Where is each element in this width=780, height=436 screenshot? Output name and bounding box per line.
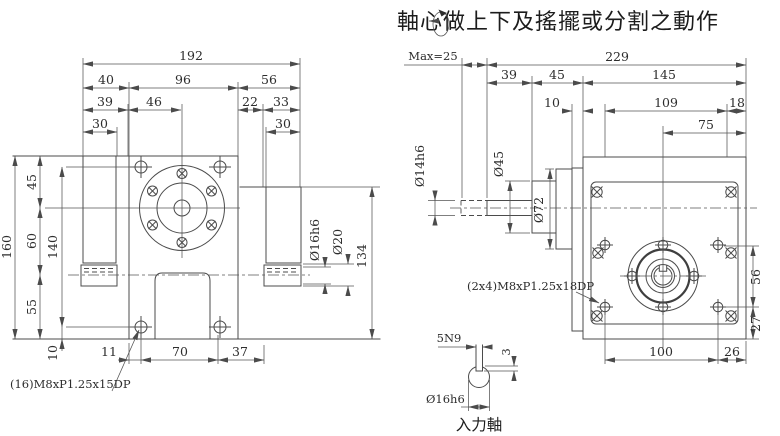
flange-bolt — [147, 185, 158, 197]
dim-10: 10 — [544, 95, 560, 110]
front-dimension-lines — [12, 61, 375, 392]
dim-55: 55 — [24, 299, 39, 315]
mounting-hole — [129, 315, 153, 339]
side-housing-outline — [531, 156, 747, 340]
dim-30-left: 30 — [92, 116, 108, 131]
thread-leader-line — [575, 291, 600, 304]
dim-max25: Max=25 — [408, 49, 457, 63]
dim-109: 109 — [654, 95, 678, 110]
mounting-hole — [129, 155, 153, 179]
side-body — [582, 156, 747, 340]
side-recess-face — [590, 181, 739, 325]
dim-o16h6-input: Ø16h6 — [426, 392, 465, 406]
tapped-hole — [725, 186, 737, 198]
dim-18: 18 — [729, 95, 745, 110]
dim-45: 45 — [549, 67, 565, 82]
oscillation-symbol-icon — [428, 9, 450, 37]
m8-hole — [596, 236, 614, 254]
dim-56: 56 — [261, 72, 277, 87]
side-extension-lines — [428, 58, 759, 364]
dim-134: 134 — [354, 244, 369, 268]
dim-o16h6: Ø16h6 — [307, 219, 322, 261]
dim-56: 56 — [748, 269, 763, 285]
flange-bolt — [147, 219, 158, 231]
detail-dimension-lines — [438, 344, 518, 411]
title-block: 軸心做上下及搖擺或分割之動作 — [397, 9, 719, 37]
input-shaft-detail: 5N9 3 Ø16h6 入力軸 — [426, 331, 518, 434]
dim-40: 40 — [98, 72, 114, 87]
o72-boss — [555, 168, 573, 250]
right-shaft-boss — [263, 264, 302, 287]
flange-bolt — [206, 219, 217, 231]
front-view: 192 40 96 56 39 46 22 33 30 30 160 45 60… — [0, 48, 381, 392]
dim-30-right: 30 — [275, 116, 291, 131]
dim-100: 100 — [649, 344, 673, 359]
tapped-hole — [725, 247, 737, 259]
m8-hole — [596, 298, 614, 316]
dim-46: 46 — [146, 94, 162, 109]
o45-cylinder — [531, 180, 557, 234]
thread-leader-line — [111, 329, 140, 392]
dim-33: 33 — [273, 94, 289, 109]
m8-hole — [709, 298, 727, 316]
front-housing-outline — [12, 155, 381, 340]
dim-o45: Ø45 — [491, 151, 506, 177]
dim-96: 96 — [175, 72, 191, 87]
dim-3: 3 — [499, 348, 513, 355]
mounting-hole — [208, 155, 232, 179]
side-thread-label: (2x4)M8xP1.25x18DP — [467, 279, 594, 293]
left-shaft-boss — [80, 264, 118, 287]
dim-o20: Ø20 — [330, 229, 345, 255]
dim-22: 22 — [242, 94, 258, 109]
side-dimension-lines — [404, 62, 756, 363]
dim-11: 11 — [101, 344, 117, 359]
dim-27: 27 — [748, 316, 763, 332]
front-thread-label: (16)M8xP1.25x15DP — [10, 377, 131, 391]
m8-hole — [709, 236, 727, 254]
dim-145: 145 — [652, 67, 676, 82]
output-flange — [45, 104, 240, 258]
dim-39: 39 — [97, 94, 113, 109]
dim-26: 26 — [724, 344, 740, 359]
dim-70: 70 — [172, 344, 188, 359]
dim-39: 39 — [501, 67, 517, 82]
dim-5n9: 5N9 — [437, 331, 462, 345]
side-view: Max=25 229 39 45 145 10 109 18 75 Ø14h6 … — [404, 49, 763, 364]
dim-10-bottom: 10 — [45, 345, 60, 361]
dim-160: 160 — [0, 235, 14, 259]
drawing-title: 軸心做上下及搖擺或分割之動作 — [397, 10, 719, 35]
dim-140: 140 — [45, 235, 60, 259]
dim-o72: Ø72 — [531, 197, 546, 223]
dim-37: 37 — [232, 344, 248, 359]
input-housing-cutout — [154, 272, 211, 340]
flange-bolt — [206, 185, 217, 197]
mounting-hole — [208, 315, 232, 339]
dim-o14h6: Ø14h6 — [412, 145, 427, 187]
input-shaft-caption: 入力軸 — [456, 416, 503, 434]
dim-45: 45 — [24, 174, 39, 190]
dim-192: 192 — [179, 48, 203, 63]
dim-229: 229 — [605, 49, 629, 64]
dim-60: 60 — [24, 233, 39, 249]
tapped-hole — [725, 310, 737, 322]
tapped-hole — [591, 310, 603, 322]
tapped-hole — [591, 186, 603, 198]
dim-75: 75 — [698, 117, 714, 132]
